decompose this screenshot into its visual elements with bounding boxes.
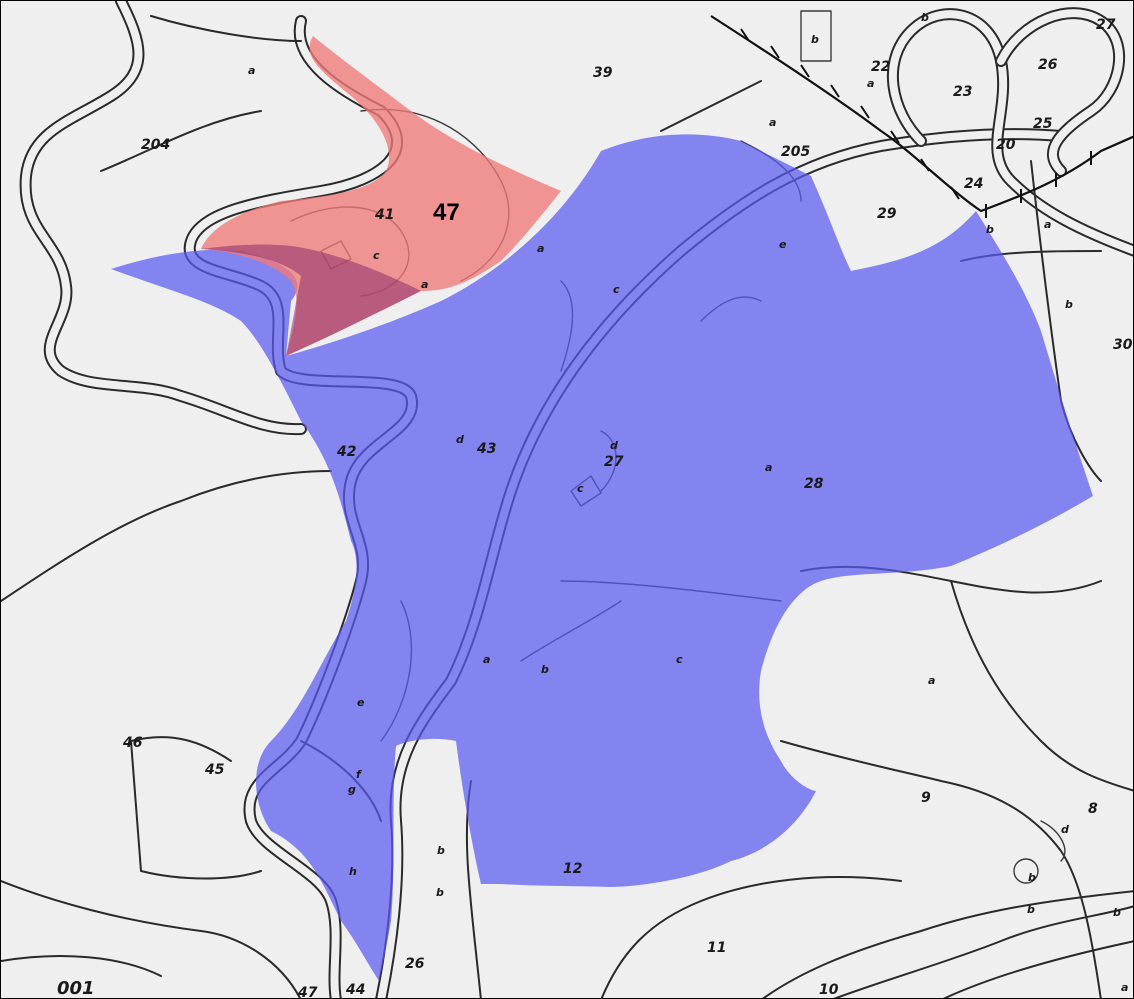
sub-label: e [357,696,365,709]
parcel-label: 46 [122,735,143,751]
blue-zone-area[interactable] [111,134,1093,981]
sub-label: h [349,865,357,878]
parcel-label: 25 [1033,116,1053,132]
sub-label: d [1061,823,1069,836]
parcel-label: 29 [877,206,897,222]
sub-label: d [456,433,464,446]
parcel-label: 39 [593,65,613,81]
parcel-label: 43 [476,441,496,457]
sub-label: b [986,223,994,236]
sub-label: a [867,77,874,90]
sub-label: a [769,116,776,129]
sub-label: b [1028,871,1036,884]
parcel-label: 42 [336,444,356,460]
parcel-label: 10 [819,982,839,998]
parcel-label: 12 [563,861,582,877]
sub-label: a [1121,981,1128,994]
parcel-label: 205 [781,144,810,160]
sub-label: f [356,768,362,781]
sub-label: a [928,674,935,687]
sub-label: b [921,11,929,24]
sub-parcel-labels: a b a b a c a a c e b a b d d c a a b c … [248,11,1128,994]
parcel-label: 204 [141,137,170,153]
parcel-number-labels: 204 39 22 23 26 27 25 20 205 24 29 30 41… [57,17,1133,999]
parcel-label: 11 [707,940,726,956]
parcel-label: 26 [405,956,425,972]
parcel-label: 30 [1113,337,1133,353]
sub-label: a [537,242,544,255]
sub-label: e [779,238,787,251]
parcel-label: 20 [996,137,1016,153]
parcel-label: 22 [871,59,890,75]
sub-label: c [577,482,584,495]
red-zone-area[interactable] [201,36,561,356]
parcel-label: 8 [1088,801,1098,817]
parcel-label: 001 [57,978,95,999]
parcel-label: 23 [953,84,972,100]
sub-label: a [248,64,255,77]
sub-label: a [1044,218,1051,231]
parcel-label: 28 [804,476,824,492]
overlap-area [201,244,421,356]
sub-label: c [613,283,620,296]
sub-label: c [373,249,380,262]
parcel-label: 9 [921,790,931,806]
parcel-label: 41 [374,207,394,223]
sub-label: g [348,783,356,796]
sub-label: a [765,461,772,474]
parcel-label: 27 [1096,17,1116,33]
sub-label: c [676,653,683,666]
parcel-label: 44 [345,982,365,998]
sub-label: a [483,653,490,666]
sub-label: d [610,439,618,452]
parcel-label: 24 [964,176,983,192]
sub-label: b [541,663,549,676]
highlighted-parcel-label: 47 [433,199,460,226]
parcel-label: 47 [297,985,318,999]
parcel-label: 26 [1038,57,1058,73]
sub-label: b [436,886,444,899]
sub-label: b [1065,298,1073,311]
sub-label: b [1113,906,1121,919]
railway-line [710,15,1133,218]
parcel-label: 45 [204,762,225,778]
sub-label: b [811,33,819,46]
sub-label: b [1027,903,1035,916]
parcel-label: 27 [604,454,624,470]
sub-label: b [437,844,445,857]
sub-label: a [421,278,428,291]
